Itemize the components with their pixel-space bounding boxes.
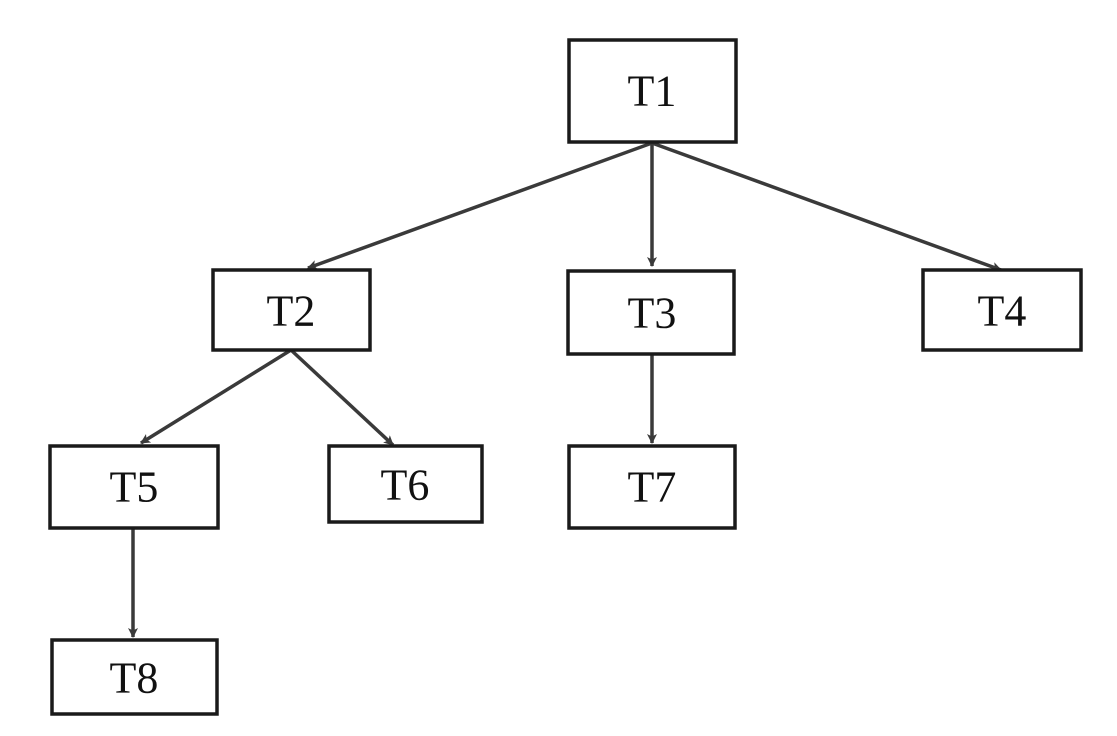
node-label: T5 (110, 463, 159, 512)
node-label: T8 (110, 654, 159, 703)
node-box (48, 444, 220, 530)
node-label: T3 (628, 289, 677, 338)
node-label: T2 (267, 287, 316, 336)
node-label: T1 (628, 67, 677, 116)
node-label: T7 (628, 463, 677, 512)
node-box (211, 268, 372, 352)
edge-T1-T2 (307, 141, 653, 270)
node-box (50, 638, 219, 716)
node-T5: T5 (48, 444, 220, 530)
edges (128, 141, 1002, 638)
node-box (566, 269, 736, 356)
edge-T1-T4 (651, 141, 1002, 272)
node-T4: T4 (921, 268, 1083, 352)
node-T1: T1 (567, 38, 738, 144)
node-box (327, 444, 484, 524)
node-box (567, 38, 738, 144)
node-T8: T8 (50, 638, 219, 716)
node-label: T6 (381, 461, 430, 510)
node-T3: T3 (566, 269, 736, 356)
node-box (921, 268, 1083, 352)
edge-T2-T6 (289, 348, 395, 447)
edge-T2-T5 (140, 348, 292, 445)
node-T6: T6 (327, 444, 484, 524)
node-T7: T7 (567, 444, 737, 530)
node-box (567, 444, 737, 530)
node-T2: T2 (211, 268, 372, 352)
node-label: T4 (978, 287, 1027, 336)
